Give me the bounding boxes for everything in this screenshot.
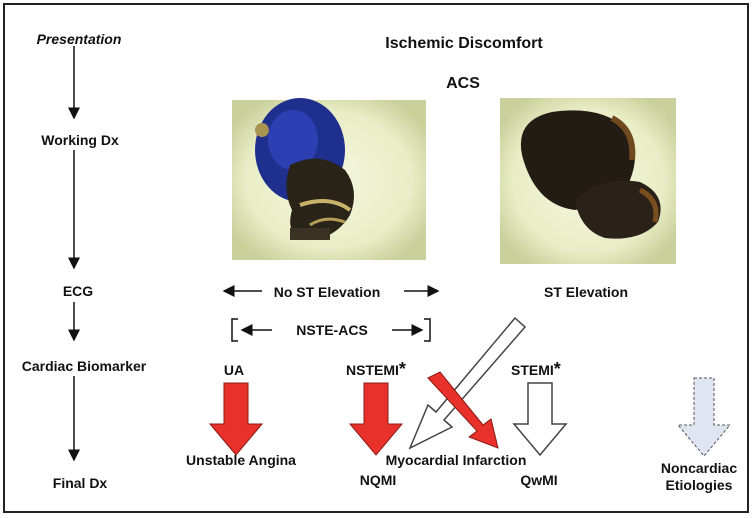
ua-red-arrow <box>208 382 264 456</box>
stemi-outline-arrow <box>512 382 568 457</box>
stage-cardiac-biomarker: Cardiac Biomarker <box>21 358 147 374</box>
acs-label: ACS <box>446 75 480 92</box>
no-st-elevation-label: No ST Elevation <box>273 284 381 300</box>
stemi-label: STEMI* <box>511 359 561 379</box>
stage-working-dx: Working Dx <box>41 132 119 148</box>
stemi-text: STEMI <box>511 362 554 378</box>
nqmi-label: NQMI <box>359 472 397 488</box>
qwmi-label: QwMI <box>520 472 558 488</box>
nste-bracket-right <box>424 318 431 342</box>
myocardial-infarction-label: Myocardial Infarction <box>385 452 527 468</box>
unstable-angina-label: Unstable Angina <box>186 452 296 468</box>
stage-ecg: ECG <box>62 283 94 299</box>
nste-acs-label: NSTE-ACS <box>296 322 368 338</box>
noncardiac-dashed-arrow <box>676 377 732 457</box>
nste-vessel-photo <box>232 98 426 260</box>
ischemic-discomfort-label: Ischemic Discomfort <box>385 35 543 52</box>
noncardiac-label-line2: Etiologies <box>665 477 733 493</box>
nste-diagonal-red-arrow <box>427 371 499 449</box>
stage-final-dx: Final Dx <box>52 475 108 491</box>
nstemi-label: NSTEMI* <box>346 359 406 379</box>
ste-diagonal-outline-arrow <box>408 316 527 450</box>
stemi-asterisk: * <box>553 359 561 379</box>
nstemi-red-arrow <box>348 382 404 456</box>
nste-bracket-left <box>231 318 238 342</box>
st-elevation-label: ST Elevation <box>543 284 629 300</box>
stage-presentation: Presentation <box>36 31 122 47</box>
nstemi-asterisk: * <box>398 359 406 379</box>
ste-vessel-photo <box>500 98 676 264</box>
noncardiac-label-line1: Noncardiac <box>660 460 738 476</box>
ua-label: UA <box>223 362 245 378</box>
nstemi-text: NSTEMI <box>346 362 399 378</box>
